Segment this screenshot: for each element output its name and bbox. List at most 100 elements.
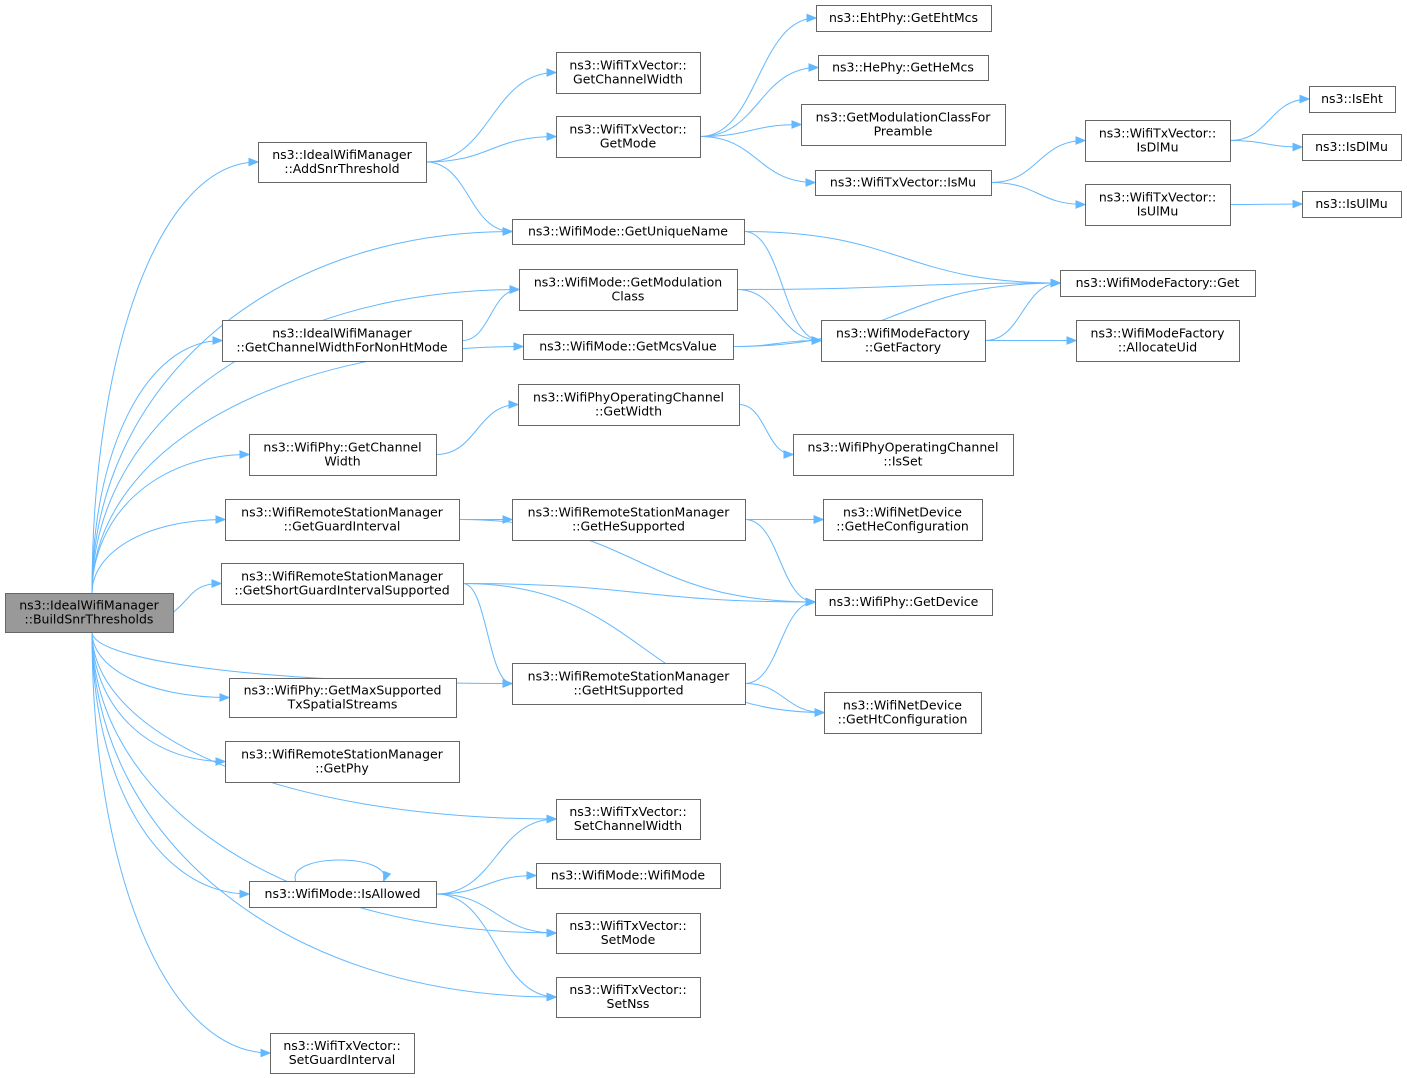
node-label: SetNss [607, 996, 650, 1011]
node-txSetCW[interactable]: ns3::WifiTxVector::SetChannelWidth [556, 799, 701, 840]
edge-arrowhead [783, 450, 795, 459]
node-phyGetDev[interactable]: ns3::WifiPhy::GetDevice [815, 589, 993, 616]
node-txGetCW[interactable]: ns3::WifiTxVector::GetChannelWidth [556, 52, 701, 94]
node-box [1060, 270, 1256, 297]
node-label: ns3::WifiTxVector::IsMu [830, 175, 976, 190]
node-box [1085, 184, 1231, 226]
edge-arrowhead [1299, 94, 1311, 104]
node-isAllowed[interactable]: ns3::WifiMode::IsAllowed [249, 881, 437, 908]
node-txGetMode[interactable]: ns3::WifiTxVector::GetMode [556, 116, 701, 158]
node-rsmGetGI[interactable]: ns3::WifiRemoteStationManager::GetGuardI… [225, 499, 460, 541]
node-label: ::GetHtSupported [573, 683, 683, 698]
node-ndHtCfg[interactable]: ns3::WifiNetDevice::GetHtConfiguration [824, 692, 982, 734]
node-box [815, 589, 993, 616]
node-modeCtor[interactable]: ns3::WifiMode::WifiMode [536, 863, 721, 889]
node-modeModCls[interactable]: ns3::WifiMode::GetModulationClass [519, 269, 738, 311]
node-label: ns3::WifiRemoteStationManager [241, 747, 444, 762]
edge-arrowhead [509, 285, 521, 294]
node-rsmHeSup[interactable]: ns3::WifiRemoteStationManager::GetHeSupp… [512, 499, 746, 541]
node-label: ns3::WifiMode::IsAllowed [265, 886, 421, 901]
node-opchIsSet[interactable]: ns3::WifiPhyOperatingChannel::IsSet [793, 434, 1014, 476]
node-label: ns3::WifiRemoteStationManager [241, 569, 444, 584]
node-label: ns3::IdealWifiManager [19, 598, 159, 613]
node-isUlMu[interactable]: ns3::IsUlMu [1302, 191, 1402, 218]
node-rsmHtSup[interactable]: ns3::WifiRemoteStationManager::GetHtSupp… [512, 663, 746, 705]
node-box [512, 219, 745, 245]
node-modeMcs[interactable]: ns3::WifiMode::GetMcsValue [523, 334, 734, 360]
edge-isAllowed-to-modeCtor [435, 875, 537, 895]
node-label: ns3::WifiTxVector:: [569, 58, 686, 73]
node-txSetNss[interactable]: ns3::WifiTxVector::SetNss [556, 977, 701, 1018]
edge-arrowhead [239, 889, 251, 899]
node-box [270, 1033, 415, 1074]
node-label: ns3::WifiModeFactory [1091, 326, 1226, 341]
node-isEht[interactable]: ns3::IsEht [1309, 86, 1396, 113]
node-txIsUlMu[interactable]: ns3::WifiTxVector::IsUlMu [1085, 184, 1231, 226]
edge-addSnr-to-txGetCW [425, 72, 557, 163]
node-label: ::GetGuardInterval [284, 519, 401, 534]
node-txIsDlMu[interactable]: ns3::WifiTxVector::IsDlMu [1085, 120, 1231, 162]
node-txSetGI[interactable]: ns3::WifiTxVector::SetGuardInterval [270, 1033, 415, 1074]
node-addSnr[interactable]: ns3::IdealWifiManager::AddSnrThreshold [258, 142, 427, 183]
node-root[interactable]: ns3::IdealWifiManager::BuildSnrThreshold… [5, 593, 174, 633]
node-label: IsDlMu [1136, 140, 1178, 155]
node-heMcs[interactable]: ns3::HePhy::GetHeMcs [818, 55, 989, 81]
edge-root-to-txSetMode [91, 631, 557, 934]
node-label: ::GetShortGuardIntervalSupported [234, 583, 449, 598]
edge-arrowhead [814, 708, 826, 717]
node-box [1302, 191, 1402, 218]
edge-arrowhead [546, 68, 558, 77]
node-box [5, 593, 174, 633]
edge-arrowhead [805, 597, 817, 607]
edge-arrowhead [813, 515, 825, 524]
node-txSetMode[interactable]: ns3::WifiTxVector::SetMode [556, 913, 701, 954]
node-label: ns3::WifiModeFactory::Get [1076, 275, 1240, 290]
node-ehtMcs[interactable]: ns3::EhtPhy::GetEhtMcs [816, 5, 992, 32]
node-label: ns3::IdealWifiManager [272, 326, 412, 341]
edge-arrowhead [211, 579, 223, 588]
node-gcwNonHt[interactable]: ns3::IdealWifiManager::GetChannelWidthFo… [222, 320, 463, 362]
edge-root-to-rsmHtSup [91, 631, 513, 684]
node-mfGet[interactable]: ns3::WifiModeFactory::Get [1060, 270, 1256, 297]
edge-txGetMode-to-txIsMu [699, 136, 816, 183]
edge-rsmHeSup-to-phyGetDev [744, 519, 816, 603]
node-phyMaxSS[interactable]: ns3::WifiPhy::GetMaxSupportedTxSpatialSt… [229, 678, 457, 718]
node-label: GetMode [600, 136, 657, 151]
node-isDlMu[interactable]: ns3::IsDlMu [1302, 134, 1402, 161]
node-box [556, 977, 701, 1018]
node-label: ns3::WifiNetDevice [843, 698, 962, 713]
edge-isAllowed-to-isAllowed [294, 859, 385, 882]
edge-modeUniq-to-mfGetFactory [743, 231, 822, 341]
node-mfGetFactory[interactable]: ns3::WifiModeFactory::GetFactory [821, 320, 986, 362]
node-phyGetCW[interactable]: ns3::WifiPhy::GetChannelWidth [249, 434, 437, 476]
edge-arrowhead [502, 679, 514, 688]
node-rsmShortGI[interactable]: ns3::WifiRemoteStationManager::GetShortG… [221, 563, 464, 605]
node-label: ns3::WifiPhy::GetMaxSupported [244, 683, 442, 698]
edge-arrowhead [1292, 142, 1304, 152]
edge-root-to-addSnr [91, 161, 259, 594]
node-rsmGetPhy[interactable]: ns3::WifiRemoteStationManager::GetPhy [225, 741, 460, 783]
node-label: ns3::WifiMode::GetMcsValue [539, 339, 717, 354]
node-opchWidth[interactable]: ns3::WifiPhyOperatingChannel::GetWidth [518, 384, 740, 426]
node-label: ::GetHeConfiguration [836, 519, 969, 534]
node-label: ns3::WifiTxVector:: [569, 982, 686, 997]
node-box [816, 5, 992, 32]
node-modeUniq[interactable]: ns3::WifiMode::GetUniqueName [512, 219, 745, 245]
edge-gcwNonHt-to-modeModCls [461, 289, 520, 341]
node-label: ns3::WifiMode::GetUniqueName [528, 224, 728, 239]
edge-txIsUlMu-to-isUlMu [1229, 203, 1303, 205]
node-label: ns3::WifiTxVector:: [283, 1038, 400, 1053]
node-label: ns3::WifiTxVector:: [569, 804, 686, 819]
node-label: ns3::WifiTxVector:: [1099, 126, 1216, 141]
node-mfAlloc[interactable]: ns3::WifiModeFactory::AllocateUid [1076, 320, 1240, 362]
node-box [249, 881, 437, 908]
node-label: ns3::WifiRemoteStationManager [241, 505, 444, 520]
edge-txIsDlMu-to-isEht [1229, 98, 1310, 141]
edge-root-to-txSetGI [91, 631, 271, 1054]
node-txIsMu[interactable]: ns3::WifiTxVector::IsMu [815, 170, 992, 196]
node-box [556, 799, 701, 840]
node-box [222, 320, 463, 362]
edge-txIsMu-to-txIsDlMu [990, 140, 1086, 183]
node-ndHeCfg[interactable]: ns3::WifiNetDevice::GetHeConfiguration [823, 499, 983, 541]
